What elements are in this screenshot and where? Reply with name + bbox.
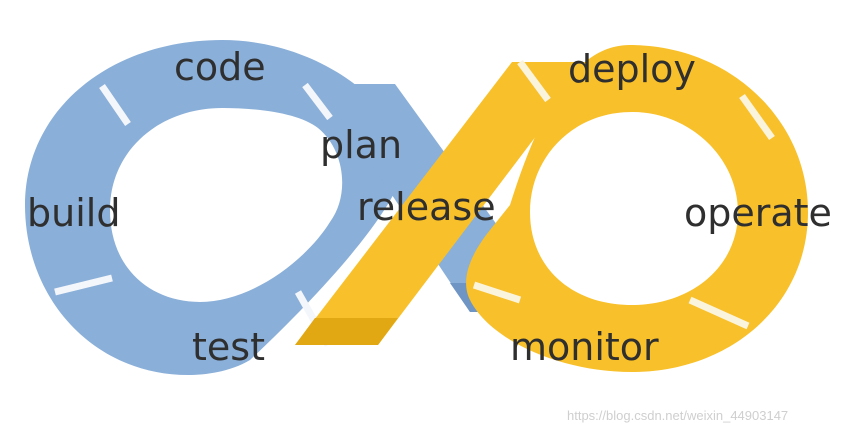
dev-ring [25,40,406,375]
separator-release-deploy [517,59,551,103]
stage-label-code: code [174,45,266,89]
stage-label-operate: operate [684,191,832,235]
ops-crossing-leg [295,62,592,345]
watermark-url: https://blog.csdn.net/weixin_44903147 [567,408,788,423]
ops-crossing-leg-shade [295,318,398,345]
stage-label-monitor: monitor [510,325,659,369]
separator-deploy-operate [739,93,775,141]
separator-operate-monitor [688,296,750,330]
separator-code-plan [302,82,333,121]
stage-label-test: test [192,325,265,369]
dev-separators [54,82,333,347]
stage-label-plan: plan [320,123,402,167]
ops-ring [466,45,808,372]
separator-monitor-plan [472,281,522,304]
stage-label-build: build [27,191,120,235]
stage-label-release: release [357,185,496,229]
stage-labels: code plan build test deploy release oper… [27,45,832,369]
separator-build-code [99,84,131,126]
stage-label-deploy: deploy [568,47,696,91]
ops-separators [472,59,775,330]
separator-test-build [54,274,113,296]
ops-loop [295,45,808,372]
